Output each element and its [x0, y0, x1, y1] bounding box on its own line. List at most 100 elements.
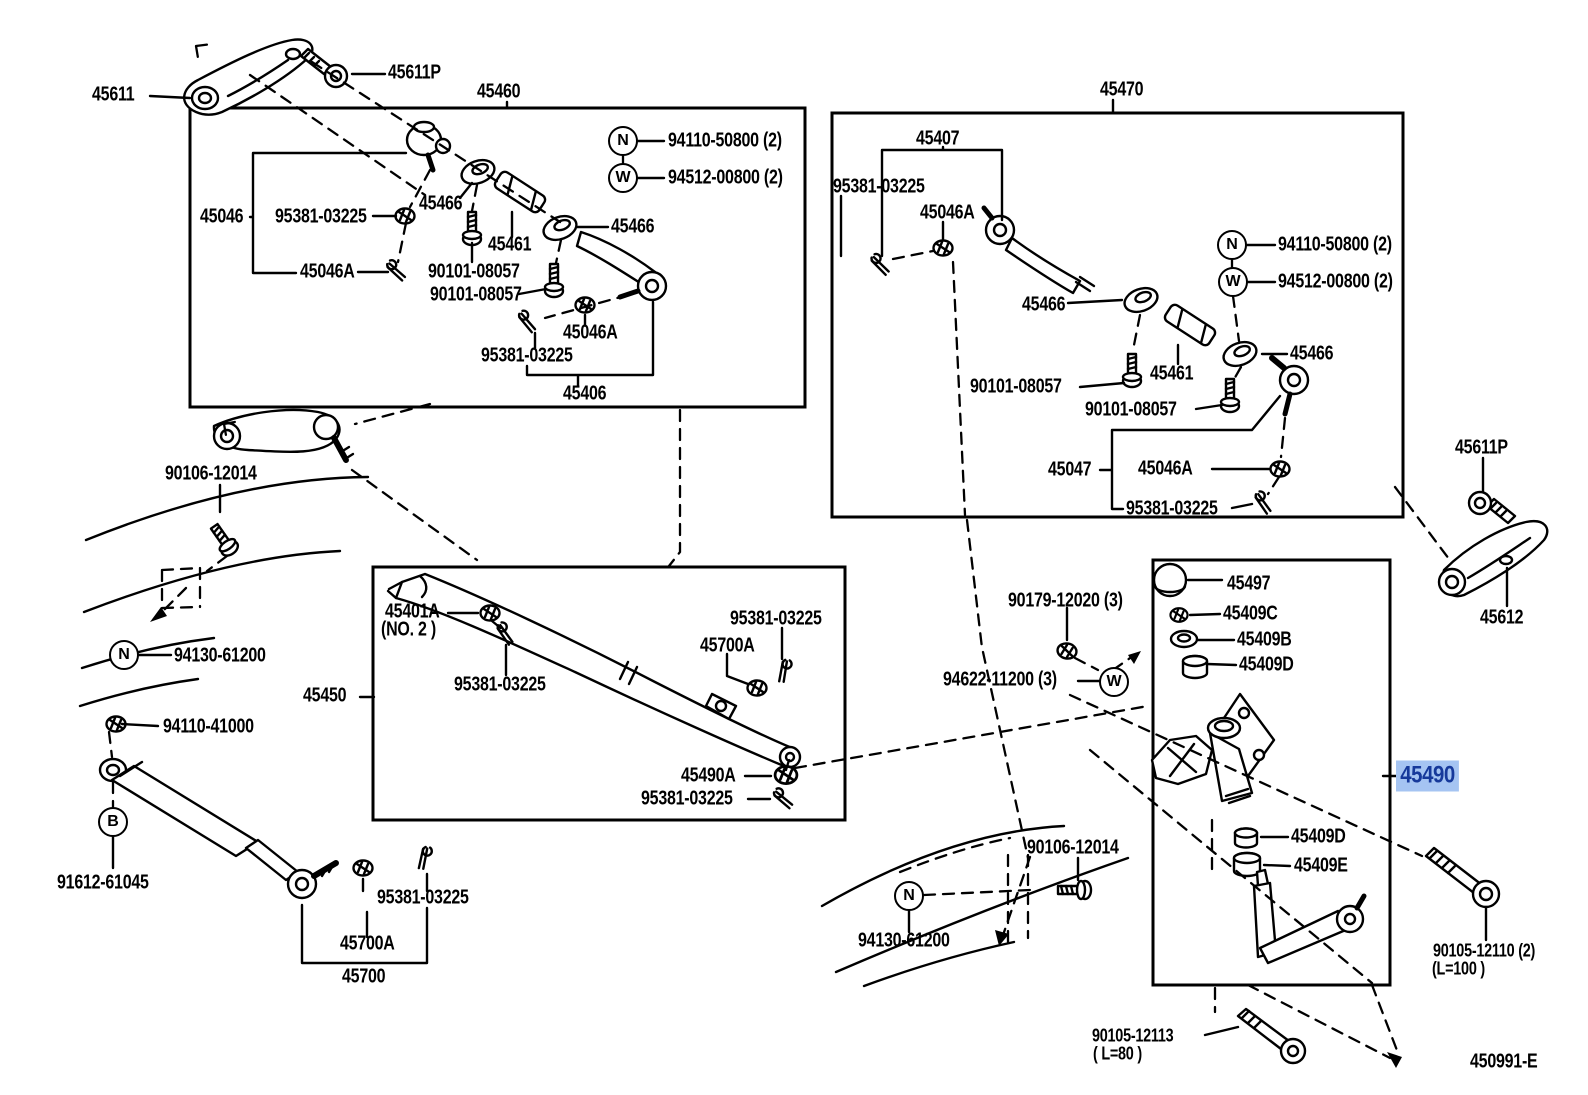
- box-label-45450: 45450: [303, 684, 347, 707]
- knuckle-arm-45611-drawing: [183, 38, 314, 116]
- bolt-90106-drawing: [1056, 879, 1093, 901]
- assembly-boxes: [188, 106, 1405, 987]
- part-label-45046A: 45046A: [300, 260, 355, 283]
- part-label-45046: 45046: [200, 205, 244, 228]
- box-45470: [830, 111, 1405, 519]
- part-label-45700A: 45700A: [340, 932, 395, 955]
- nut-45046A-drawing: [932, 239, 954, 257]
- bolt-90105-12110-drawing: [1424, 846, 1501, 909]
- box-label-45460: 45460: [477, 80, 521, 103]
- grommet-45466-drawing: [1120, 282, 1162, 318]
- nut-drawing: [394, 207, 416, 225]
- nut-45046A-drawing: [1269, 460, 1291, 478]
- part-label-45490A: 45490A: [681, 764, 736, 787]
- box-label-45470: 45470: [1100, 78, 1144, 101]
- leader-lines: [111, 72, 1509, 1037]
- part-label-45401A-no2: (NO. 2 ): [381, 618, 436, 641]
- part-label-45466: 45466: [419, 192, 463, 215]
- nut-45401A-drawing: [479, 604, 501, 622]
- tie-rod-end-drawing: [1269, 355, 1310, 417]
- part-label-45407: 45407: [916, 127, 960, 150]
- part-label-94130-61200: 94130-61200: [858, 929, 950, 952]
- washer-symbol-circle-w: W: [608, 163, 638, 193]
- part-label-95381-03225: 95381-03225: [481, 344, 573, 367]
- part-label-45409E: 45409E: [1294, 854, 1348, 877]
- bolt-45611P-top-drawing: [299, 47, 349, 89]
- bolt-90101-drawing: [543, 262, 565, 299]
- box-45490: [1151, 558, 1392, 987]
- part-label-90105-12113-length: ( L=80 ): [1093, 1043, 1142, 1064]
- cylinder-45461-drawing: [493, 170, 547, 214]
- nut-45409C-drawing: [1169, 607, 1189, 623]
- tie-rod-end-45407-drawing: [981, 205, 1096, 295]
- part-label-45466: 45466: [1290, 342, 1334, 365]
- idler-arm-drawing: [1252, 868, 1367, 965]
- part-label-45409B: 45409B: [1237, 628, 1292, 651]
- washer-symbol-circle-w: W: [1218, 267, 1248, 297]
- nut-symbol-circle-n: N: [894, 881, 924, 911]
- part-label-94110-50800: 94110-50800 (2): [668, 129, 782, 152]
- box-45450: [371, 565, 847, 822]
- part-label-45046A: 45046A: [563, 321, 618, 344]
- part-label-45047: 45047: [1048, 458, 1092, 481]
- stud-bolt-90106-drawing: [205, 519, 242, 560]
- cotter-pin-drawing: [412, 844, 438, 872]
- bolt-45611P-right-drawing: [1467, 490, 1517, 525]
- cotter-pin-drawing: [513, 308, 541, 335]
- part-label-45046A: 45046A: [1138, 457, 1193, 480]
- cotter-pin-drawing: [1249, 488, 1278, 516]
- bolt-90105-12113-drawing: [1236, 1007, 1307, 1065]
- part-label-95381-03225: 95381-03225: [454, 673, 546, 696]
- diagram-code: 450991-E: [1470, 1050, 1538, 1073]
- part-label-90106-12014: 90106-12014: [1027, 836, 1119, 859]
- dashed-connectors: [107, 42, 1454, 1060]
- nut-95381-drawing: [352, 859, 374, 877]
- part-label-94622-11200: 94622-11200 (3): [943, 668, 1057, 691]
- part-label-45401A: 45401A: [385, 600, 440, 623]
- part-label-90101-08057: 90101-08057: [430, 283, 522, 306]
- arrowheads: [150, 607, 1402, 1068]
- part-label-90101-08057: 90101-08057: [1085, 398, 1177, 421]
- arrow-to-frame-right: [1387, 1052, 1402, 1068]
- part-label-95381-03225: 95381-03225: [275, 205, 367, 228]
- highlighted-part-label-45490[interactable]: 45490: [1396, 760, 1460, 792]
- part-drawings: [98, 38, 1549, 1065]
- part-label-45466: 45466: [1022, 293, 1066, 316]
- part-label-95381-03225: 95381-03225: [641, 787, 733, 810]
- washer-45409B-drawing: [1169, 629, 1199, 649]
- cotter-pin-drawing: [867, 251, 894, 277]
- part-label-45046A: 45046A: [920, 201, 975, 224]
- part-label-45409D: 45409D: [1239, 653, 1294, 676]
- part-label-94512-00800: 94512-00800 (2): [668, 166, 783, 189]
- part-label-91612-61045: 91612-61045: [57, 871, 149, 894]
- bushing-45409D-lower-drawing: [1233, 827, 1259, 849]
- steering-damper-drawing: [98, 757, 339, 900]
- grommet-45466-drawing: [1219, 336, 1261, 372]
- arrow-to-frame-left: [150, 607, 167, 622]
- nut-45700A-drawing: [746, 679, 768, 697]
- part-label-94130-61200: 94130-61200: [174, 644, 266, 667]
- part-label-90105-12110: 90105-12110 (2): [1433, 940, 1536, 961]
- cylinder-45461-drawing: [1163, 303, 1217, 347]
- nut-symbol-circle-n: N: [1217, 230, 1247, 260]
- part-label-45612: 45612: [1480, 606, 1524, 629]
- part-label-45409D: 45409D: [1291, 825, 1346, 848]
- tie-rod-end-45406-drawing: [575, 230, 668, 302]
- bolt-symbol-circle-b: B: [98, 807, 128, 837]
- part-label-45466: 45466: [611, 215, 655, 238]
- part-label-95381-03225: 95381-03225: [833, 175, 925, 198]
- fender-outline-curves: [78, 475, 1130, 988]
- part-label-90105-12113: 90105-12113: [1092, 1025, 1174, 1046]
- bushing-45409D-drawing: [1181, 654, 1209, 680]
- cotter-pin-drawing: [770, 786, 796, 810]
- part-label-45461: 45461: [1150, 362, 1194, 385]
- part-label-90101-08057: 90101-08057: [970, 375, 1062, 398]
- part-label-95381-03225: 95381-03225: [377, 886, 469, 909]
- arrow-to-frame-middle: [995, 930, 1009, 946]
- part-label-45406: 45406: [563, 382, 607, 405]
- part-label-45409C: 45409C: [1223, 602, 1278, 625]
- bushing-45409E-drawing: [1232, 851, 1262, 878]
- grommet-45466-drawing: [539, 210, 581, 246]
- pitman-arm-drawing: [212, 408, 355, 463]
